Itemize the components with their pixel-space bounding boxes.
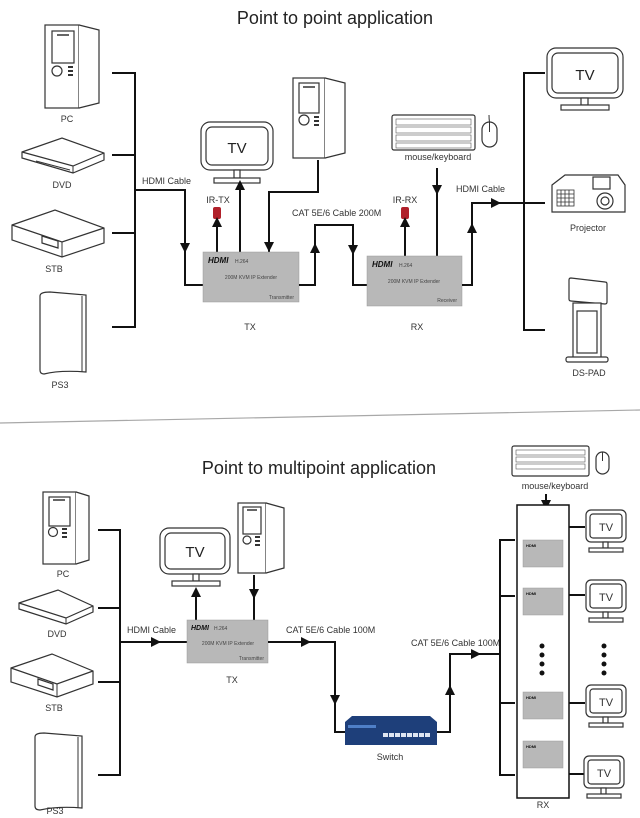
- bottom-link-in-wire: [268, 641, 345, 733]
- ps3-label: PS3: [51, 380, 68, 390]
- tx-model: H.264: [235, 259, 249, 265]
- bottom-stb-icon: [10, 653, 94, 698]
- bottom-stb-label: STB: [45, 703, 63, 713]
- bottom-peripheral-label: mouse/keyboard: [522, 481, 589, 491]
- bottom-tx-tv-label: TV: [185, 544, 204, 561]
- bottom-title: Point to multipoint application: [202, 458, 436, 478]
- ir-rx-label: IR-RX: [393, 195, 418, 205]
- bottom-link-in-label: CAT 5E/6 Cable 100M: [286, 625, 375, 635]
- bottom-pc-label: PC: [57, 569, 70, 579]
- bottom-keyboard-icon: [511, 445, 590, 477]
- tx-brand: HDMI: [208, 256, 229, 265]
- rx-brand: HDMI: [372, 260, 393, 269]
- rx-tv-icon: [585, 509, 627, 553]
- top-peripheral-label: mouse/keyboard: [405, 152, 472, 162]
- bottom-pc-icon: [42, 491, 90, 565]
- bottom-ps3-label: PS3: [46, 806, 63, 816]
- rx-tv-label: TV: [599, 592, 614, 604]
- rx-distribution-bus: [499, 539, 515, 776]
- tx-role: Transmitter: [269, 295, 294, 301]
- top-output-bus: [523, 72, 545, 331]
- ir-rx-sensor-icon: [401, 207, 409, 219]
- tx-label: TX: [244, 322, 256, 332]
- tx-name: 200M KVM IP Extender: [225, 275, 277, 281]
- rx-name: 200M KVM IP Extender: [388, 279, 440, 285]
- bottom-tx-model: H.264: [214, 626, 228, 632]
- bottom-dvd-label: DVD: [47, 629, 67, 639]
- rx-extender: HDMI H.264 200M KVM IP Extender Receiver: [366, 255, 463, 307]
- bottom-rx-label: RX: [537, 800, 550, 810]
- rx-unit-brand: HDMI: [526, 543, 536, 548]
- bottom-ps3-icon: [34, 732, 83, 811]
- rx-label: RX: [411, 322, 424, 332]
- bottom-input-bus: [98, 529, 187, 776]
- rx-unit-brand: HDMI: [526, 591, 536, 596]
- pc-label: PC: [61, 114, 74, 124]
- bottom-tx-label: TX: [226, 675, 238, 685]
- output-tv-label: TV: [575, 67, 594, 84]
- rx-tv-icon: [585, 579, 627, 623]
- tx-pc-wire: [268, 160, 319, 252]
- tx-extender: HDMI H.264 200M KVM IP Extender Transmit…: [202, 251, 300, 303]
- rx-tv-label: TV: [599, 522, 614, 534]
- network-switch-icon: [345, 716, 437, 745]
- tx-pc-icon: [292, 77, 346, 159]
- ds-pad-icon: [565, 277, 609, 363]
- tx-local-tv-label: TV: [227, 140, 246, 157]
- dvd-icon: [21, 137, 105, 174]
- output-tv-icon: [546, 47, 624, 111]
- stb-label: STB: [45, 264, 63, 274]
- rx-tv-icon: [585, 684, 627, 728]
- rx-unit: HDMI: [522, 691, 564, 720]
- section-divider: [0, 409, 640, 424]
- top-keyboard-icon: [391, 114, 476, 151]
- bottom-link-out-label: CAT 5E/6 Cable 100M: [411, 638, 500, 648]
- top-link-cable-label: CAT 5E/6 Cable 200M: [292, 208, 381, 218]
- dvd-label: DVD: [52, 180, 72, 190]
- bottom-tx-tv-icon: [159, 527, 231, 587]
- bottom-tx-name: 200M KVM IP Extender: [202, 641, 254, 647]
- bottom-link-out-wire: [437, 653, 500, 733]
- stb-icon: [11, 209, 105, 258]
- ps3-icon: [39, 291, 87, 375]
- rx-unit: HDMI: [522, 740, 564, 769]
- projector-label: Projector: [570, 223, 606, 233]
- rx-role: Receiver: [437, 298, 457, 304]
- top-mouse-icon: [481, 114, 498, 148]
- rx-unit: HDMI: [522, 587, 564, 616]
- rx-display-links: [569, 526, 585, 775]
- bottom-tx-extender: HDMI H.264 200M KVM IP Extender Transmit…: [186, 619, 269, 664]
- bottom-input-cable-label: HDMI Cable: [127, 625, 176, 635]
- bottom-tx-role: Transmitter: [239, 656, 264, 662]
- bottom-tx-brand: HDMI: [191, 625, 210, 632]
- rx-unit-brand: HDMI: [526, 695, 536, 700]
- switch-label: Switch: [377, 752, 404, 762]
- rx-unit-brand: HDMI: [526, 744, 536, 749]
- ir-tx-sensor-icon: [213, 207, 221, 219]
- pc-icon: [44, 24, 100, 109]
- ellipsis-dots-icon: [539, 643, 545, 676]
- ir-tx-label: IR-TX: [206, 195, 230, 205]
- bottom-mouse-icon: [595, 451, 610, 475]
- rx-tv-icon: [583, 755, 625, 799]
- bottom-tx-pc-icon: [237, 502, 285, 574]
- top-title: Point to point application: [237, 8, 433, 28]
- ellipsis-dots-icon: [601, 643, 607, 676]
- rx-model: H.264: [399, 263, 413, 269]
- ds-pad-label: DS-PAD: [572, 368, 606, 378]
- top-input-cable-label: HDMI Cable: [142, 176, 191, 186]
- rx-tv-label: TV: [597, 768, 612, 780]
- top-input-bus: [112, 72, 203, 328]
- rx-unit: HDMI: [522, 539, 564, 568]
- projector-icon: [551, 174, 626, 213]
- top-link-wire: [299, 224, 367, 286]
- top-output-cable-label: HDMI Cable: [456, 184, 505, 194]
- bottom-dvd-icon: [18, 589, 94, 625]
- rx-tv-label: TV: [599, 697, 614, 709]
